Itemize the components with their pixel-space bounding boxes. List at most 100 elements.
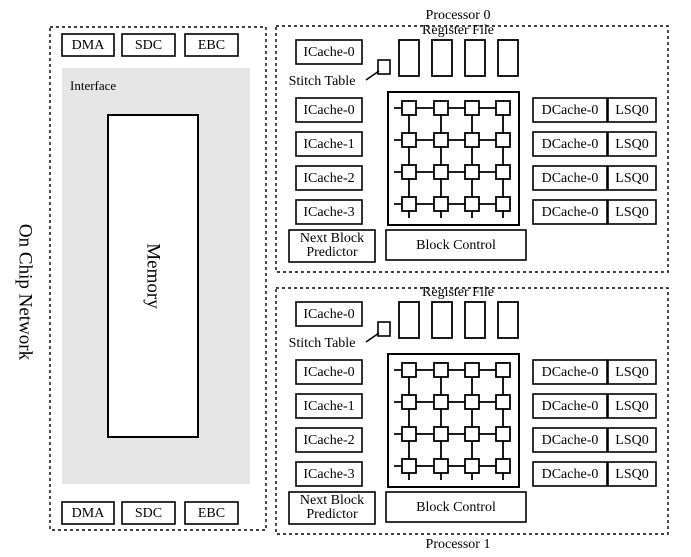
dcache-box (532, 461, 608, 487)
lsq-label: LSQ0 (615, 365, 648, 380)
execution-node (495, 458, 511, 474)
icache-label: ICache-0 (303, 103, 354, 118)
icache-box (295, 359, 363, 385)
next-block-label-line2: Predictor (306, 245, 358, 260)
lsq-box (607, 461, 657, 487)
dma-label: DMA (72, 506, 106, 521)
execution-node (433, 362, 449, 378)
execution-node (464, 132, 480, 148)
icache-label: ICache-3 (303, 205, 354, 220)
lsq-label: LSQ0 (615, 103, 648, 118)
dcache-label: DCache-0 (542, 399, 599, 414)
lsq-label: LSQ0 (615, 137, 648, 152)
lsq-box (607, 97, 657, 123)
execution-node (464, 426, 480, 442)
sdc-label: SDC (135, 38, 162, 53)
block-control-label: Block Control (416, 238, 496, 253)
icache-top-label: ICache-0 (303, 45, 354, 60)
lsq-label: LSQ0 (615, 399, 648, 414)
icache-label: ICache-2 (303, 433, 354, 448)
register-file-cell (464, 301, 486, 339)
icache-box (295, 131, 363, 157)
register-file-cell (431, 301, 453, 339)
execution-node (433, 458, 449, 474)
icache-label: ICache-1 (303, 137, 354, 152)
dcache-label: DCache-0 (542, 467, 599, 482)
register-file-cell (497, 301, 519, 339)
icache-box (295, 427, 363, 453)
execution-node (433, 100, 449, 116)
ebc-box (184, 33, 239, 57)
ebc-label: EBC (198, 506, 225, 521)
dcache-box (532, 359, 608, 385)
icache-box (295, 461, 363, 487)
ebc-box (184, 501, 239, 525)
stitch-table-box (377, 321, 391, 337)
dma-box (61, 33, 115, 57)
execution-node (464, 394, 480, 410)
processor-title: Processor 1 (426, 537, 491, 552)
execution-node (464, 362, 480, 378)
stitch-table-label: Stitch Table (289, 336, 356, 351)
lsq-box (607, 393, 657, 419)
dcache-box (532, 393, 608, 419)
execution-node (464, 458, 480, 474)
execution-node (495, 426, 511, 442)
dcache-box (532, 427, 608, 453)
stitch-table-pointer (365, 70, 380, 81)
next-block-label-line2: Predictor (306, 507, 358, 522)
register-file-label: Register File (422, 285, 494, 300)
register-file-cell (398, 39, 420, 77)
execution-node (495, 196, 511, 212)
execution-node (401, 362, 417, 378)
lsq-box (607, 165, 657, 191)
lsq-box (607, 359, 657, 385)
dcache-label: DCache-0 (542, 137, 599, 152)
register-file-cell (398, 301, 420, 339)
execution-node (495, 164, 511, 180)
icache-label: ICache-0 (303, 365, 354, 380)
execution-node (464, 100, 480, 116)
lsq-box (607, 427, 657, 453)
register-file-cell (431, 39, 453, 77)
execution-node (401, 394, 417, 410)
execution-node (433, 132, 449, 148)
register-file-cell (464, 39, 486, 77)
lsq-box (607, 131, 657, 157)
execution-node (495, 362, 511, 378)
stitch-table-box (377, 59, 391, 75)
sdc-label: SDC (135, 506, 162, 521)
icache-label: ICache-3 (303, 467, 354, 482)
register-file-cell (497, 39, 519, 77)
next-block-label-line1: Next Block (300, 231, 364, 246)
execution-node (433, 426, 449, 442)
sdc-box (121, 501, 176, 525)
dcache-label: DCache-0 (542, 433, 599, 448)
execution-node (464, 164, 480, 180)
next-block-predictor-box (288, 491, 376, 525)
lsq-label: LSQ0 (615, 467, 648, 482)
execution-node (401, 426, 417, 442)
lsq-label: LSQ0 (615, 205, 648, 220)
memory-label: Memory (143, 243, 164, 309)
dcache-box (532, 165, 608, 191)
icache-box (295, 97, 363, 123)
execution-node (401, 132, 417, 148)
processor-border (275, 25, 669, 273)
icache-box (295, 393, 363, 419)
stitch-table-label: Stitch Table (289, 74, 356, 89)
execution-node (433, 196, 449, 212)
processor-border (275, 287, 669, 535)
icache-box (295, 199, 363, 225)
execution-node (401, 196, 417, 212)
block-control-label: Block Control (416, 500, 496, 515)
lsq-box (607, 199, 657, 225)
dcache-label: DCache-0 (542, 171, 599, 186)
sdc-box (121, 33, 176, 57)
execution-node (495, 132, 511, 148)
execution-node (401, 164, 417, 180)
lsq-label: LSQ0 (615, 171, 648, 186)
